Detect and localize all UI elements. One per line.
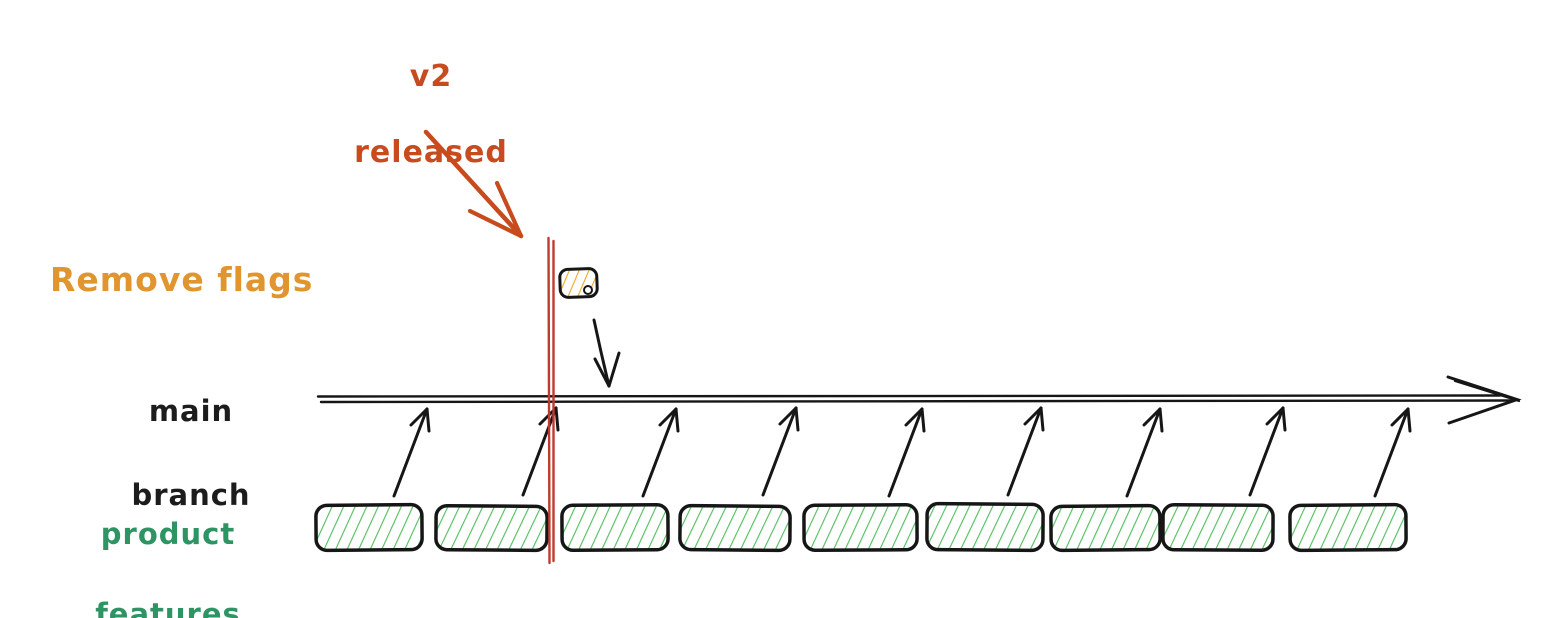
feature-box [314,502,424,553]
feature-box [560,502,670,553]
merge-arrow [392,407,431,498]
main-branch-label: main branch [96,348,286,558]
merge-arrow [1006,406,1045,497]
feature-box [678,503,792,553]
feature-box [925,501,1045,553]
flag-box [558,267,599,299]
main-branch-timeline [316,375,1522,425]
feature-box-row [314,501,1408,553]
product-features-label-line1: product [100,517,236,551]
merge-arrows [392,406,1412,498]
feature-box [1049,503,1162,553]
release-annotation-arrow [423,129,524,239]
main-branch-label-line1: main [148,394,234,428]
main-branch-label-line2: branch [131,478,251,512]
remove-flags-label: Remove flags [50,260,314,299]
flag-drop-arrow [592,318,621,388]
release-label-line1: v2 [409,59,453,94]
merge-arrow [887,407,926,498]
feature-box [434,503,549,553]
feature-box [1161,503,1275,552]
merge-arrow [1373,407,1412,498]
merge-arrow [761,406,800,497]
product-features-label: product features [70,474,266,618]
flag-box-detail [583,285,593,295]
merge-arrow [641,407,680,498]
release-label: v2 released [331,20,531,210]
product-features-label-line2: features [95,597,241,618]
merge-arrow [1248,406,1287,497]
merge-arrow [1125,407,1164,498]
feature-box [802,503,919,552]
release-cutoff-line [547,236,555,565]
feature-box [1288,502,1408,553]
release-label-line2: released [354,135,508,170]
